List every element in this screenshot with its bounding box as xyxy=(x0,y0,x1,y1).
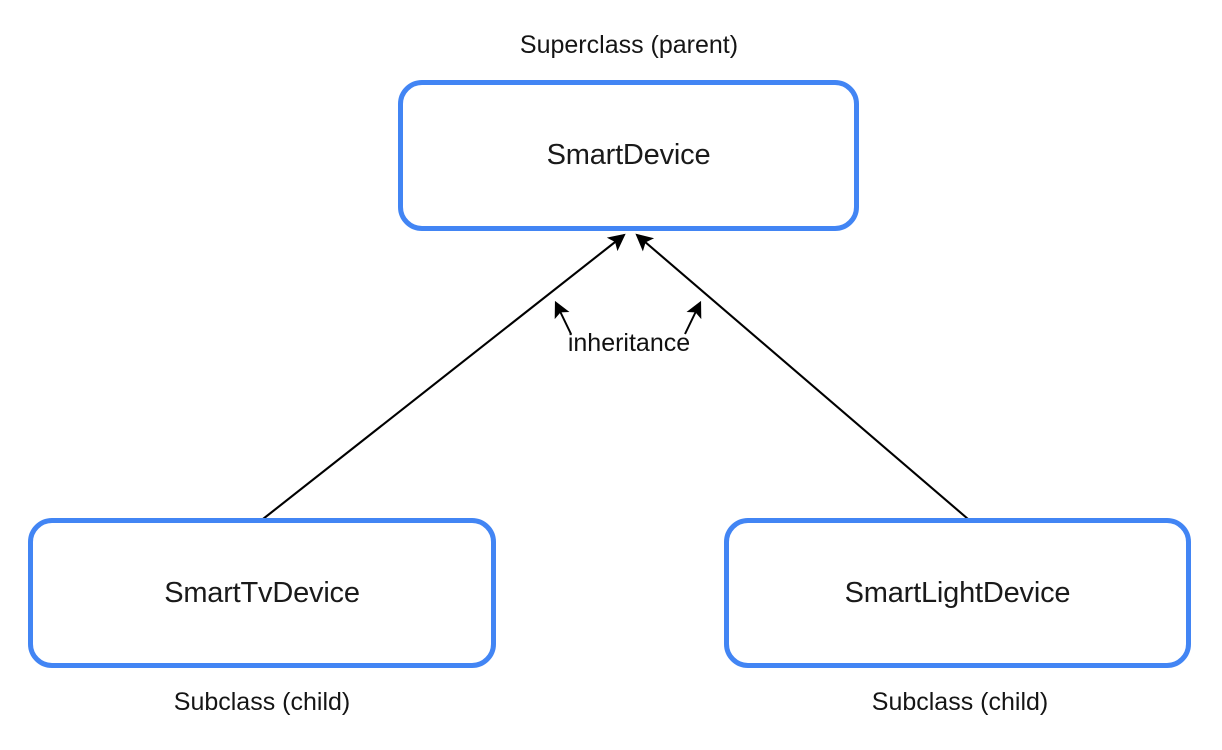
class-name-smarttvdevice: SmartTvDevice xyxy=(164,576,360,609)
edge-smarttvdevice-to-smartdevice xyxy=(262,233,626,520)
subclass-caption-smartlightdevice: Subclass (child) xyxy=(871,688,1049,716)
class-box-smarttvdevice[interactable]: SmartTvDevice xyxy=(28,518,496,668)
class-name-smartlightdevice: SmartLightDevice xyxy=(844,576,1071,609)
inheritance-label: inheritance xyxy=(567,329,691,357)
subclass-caption-smarttvdevice: Subclass (child) xyxy=(173,688,351,716)
class-box-smartlightdevice[interactable]: SmartLightDevice xyxy=(724,518,1191,668)
class-name-smartdevice: SmartDevice xyxy=(546,139,711,171)
class-box-smartdevice[interactable]: SmartDevice xyxy=(398,80,859,231)
edge-smartlightdevice-to-smartdevice xyxy=(635,233,969,520)
superclass-caption: Superclass (parent) xyxy=(519,31,739,59)
